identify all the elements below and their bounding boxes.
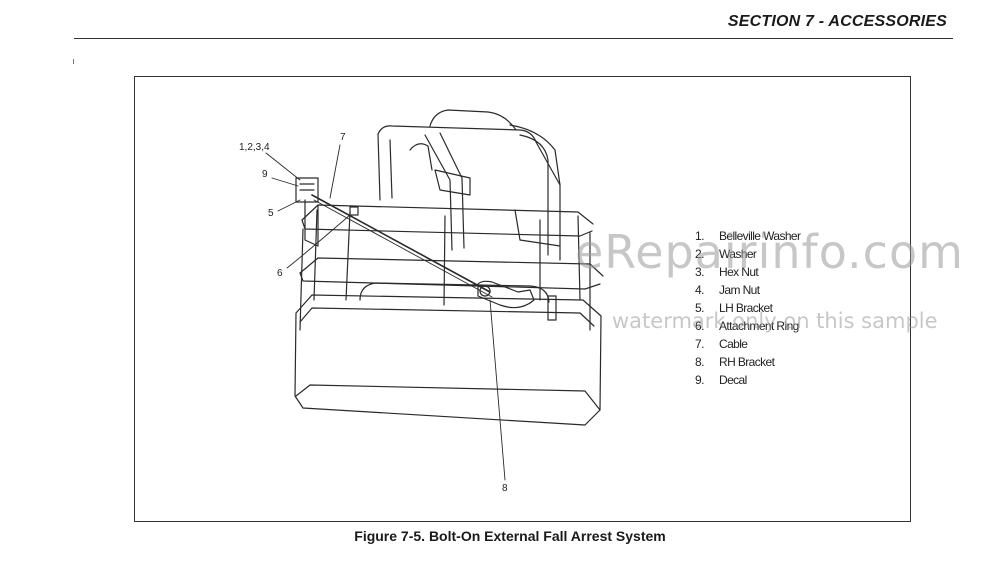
- legend-number: 5.: [695, 301, 704, 315]
- legend-label: RH Bracket: [719, 355, 775, 369]
- legend-number: 9.: [695, 373, 704, 387]
- legend-label: Hex Nut: [719, 265, 759, 279]
- legend-number: 4.: [695, 283, 704, 297]
- legend-label: Washer: [719, 247, 757, 261]
- callout-8: 8: [502, 483, 508, 494]
- legend-item: 7. Cable: [695, 335, 800, 353]
- leader-lines: [265, 144, 506, 481]
- figure-frame: [134, 76, 911, 522]
- header-rule: [74, 38, 953, 39]
- legend-item: 2. Washer: [695, 245, 800, 263]
- legend-item: 1. Belleville Washer: [695, 227, 801, 245]
- rear-rails: [377, 109, 561, 261]
- front-rails: [299, 204, 604, 331]
- legend-label: Cable: [719, 337, 748, 351]
- legend-item: 8. RH Bracket: [695, 353, 800, 371]
- callout-6: 6: [277, 268, 283, 279]
- rh-bracket: [477, 280, 557, 321]
- legend-label: Decal: [719, 373, 747, 387]
- legend-number: 6.: [695, 319, 704, 333]
- legend-item: 9. Decal: [695, 371, 800, 389]
- legend-label: Attachment Ring: [719, 319, 799, 333]
- callout-7: 7: [340, 132, 346, 143]
- legend-label: Jam Nut: [719, 283, 760, 297]
- legend-label: LH Bracket: [719, 301, 773, 315]
- figure-caption: Figure 7-5. Bolt-On External Fall Arrest…: [354, 528, 666, 544]
- legend-item: 4. Jam Nut: [695, 281, 800, 299]
- callout-9: 9: [262, 169, 268, 180]
- legend-item: 5. LH Bracket: [695, 299, 800, 317]
- legend-label: Belleville Washer: [719, 229, 801, 243]
- platform-base: [294, 282, 602, 426]
- callout-1-2-3-4: 1,2,3,4: [239, 142, 270, 153]
- callout-5: 5: [268, 208, 274, 219]
- legend-number: 2.: [695, 247, 704, 261]
- cable-assembly: [311, 194, 493, 298]
- legend-number: 1.: [695, 229, 704, 243]
- legend-item: 6. Attachment Ring: [695, 317, 800, 335]
- legend-item: 3. Hex Nut: [695, 263, 800, 281]
- legend-number: 8.: [695, 355, 704, 369]
- lh-bracket: [295, 177, 359, 247]
- parts-legend: 1. Belleville Washer 2. Washer 3. Hex Nut 4…: [695, 227, 801, 389]
- page-mark: [73, 59, 74, 64]
- legend-number: 3.: [695, 265, 704, 279]
- section-title: SECTION 7 - ACCESSORIES: [727, 13, 947, 30]
- legend-number: 7.: [695, 337, 704, 351]
